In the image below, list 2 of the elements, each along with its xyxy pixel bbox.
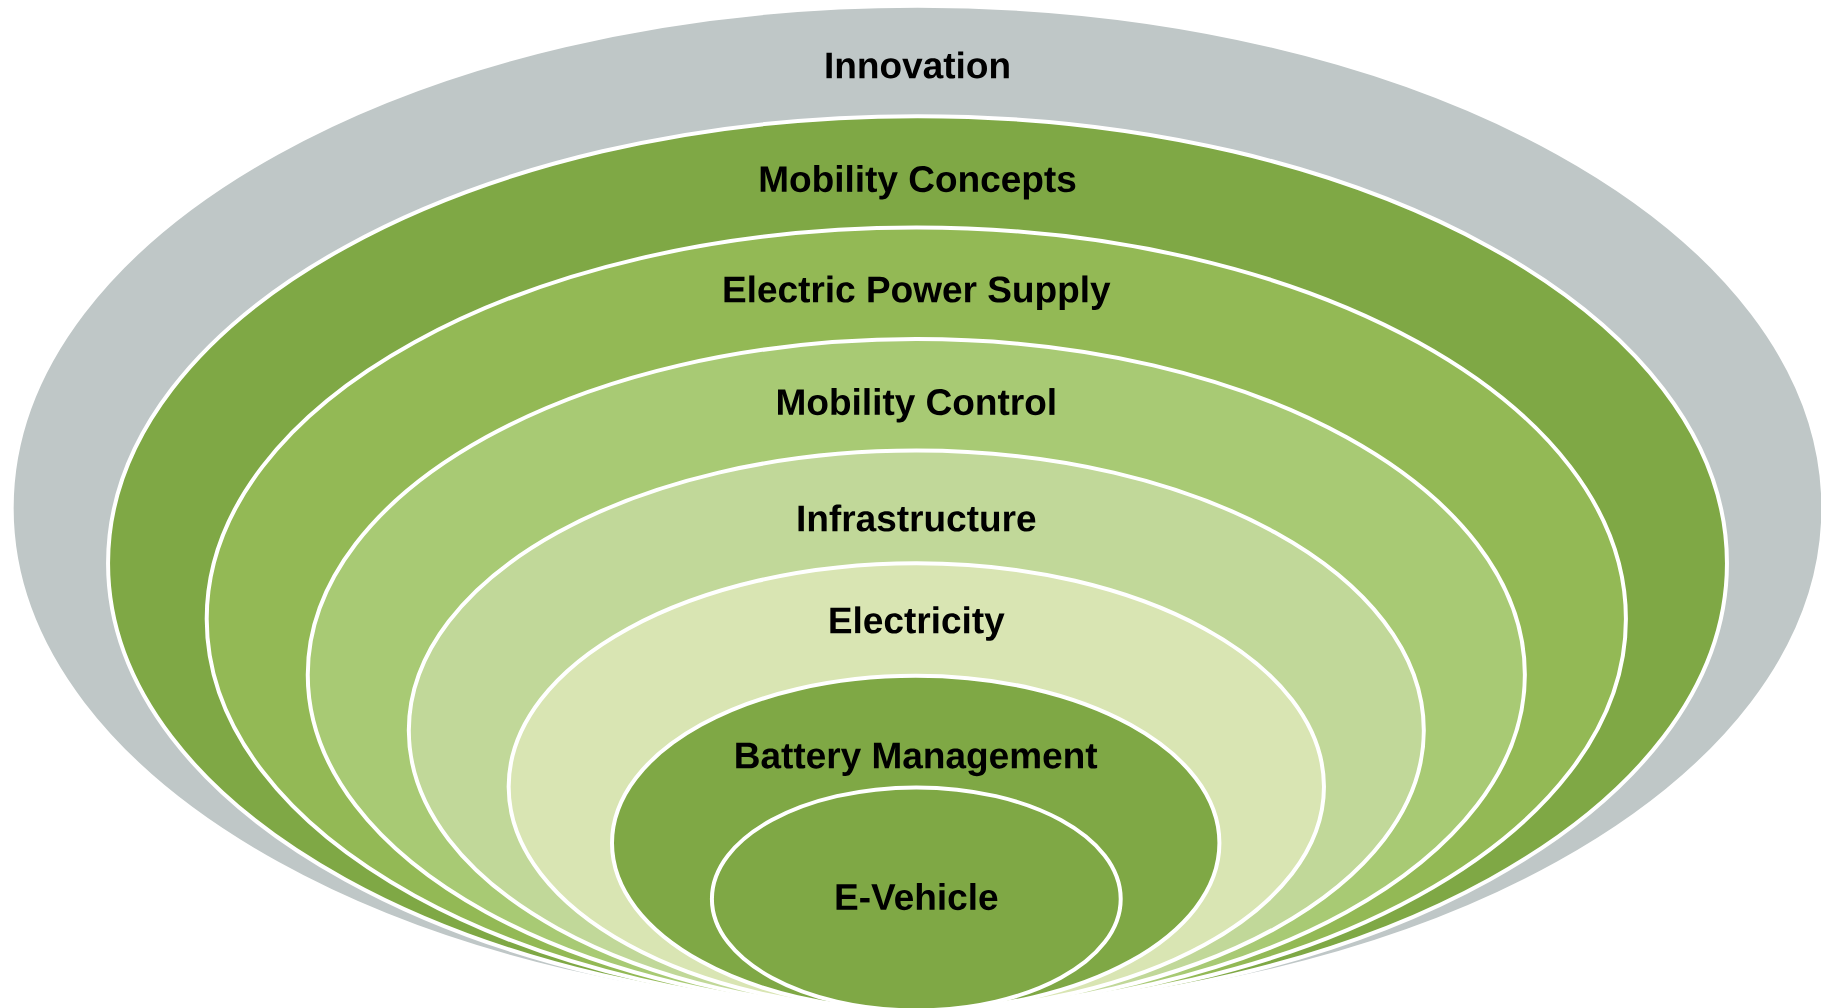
ellipse-band: E-Vehicle (709, 785, 1123, 1008)
node-label: E-Vehicle (836, 883, 998, 911)
